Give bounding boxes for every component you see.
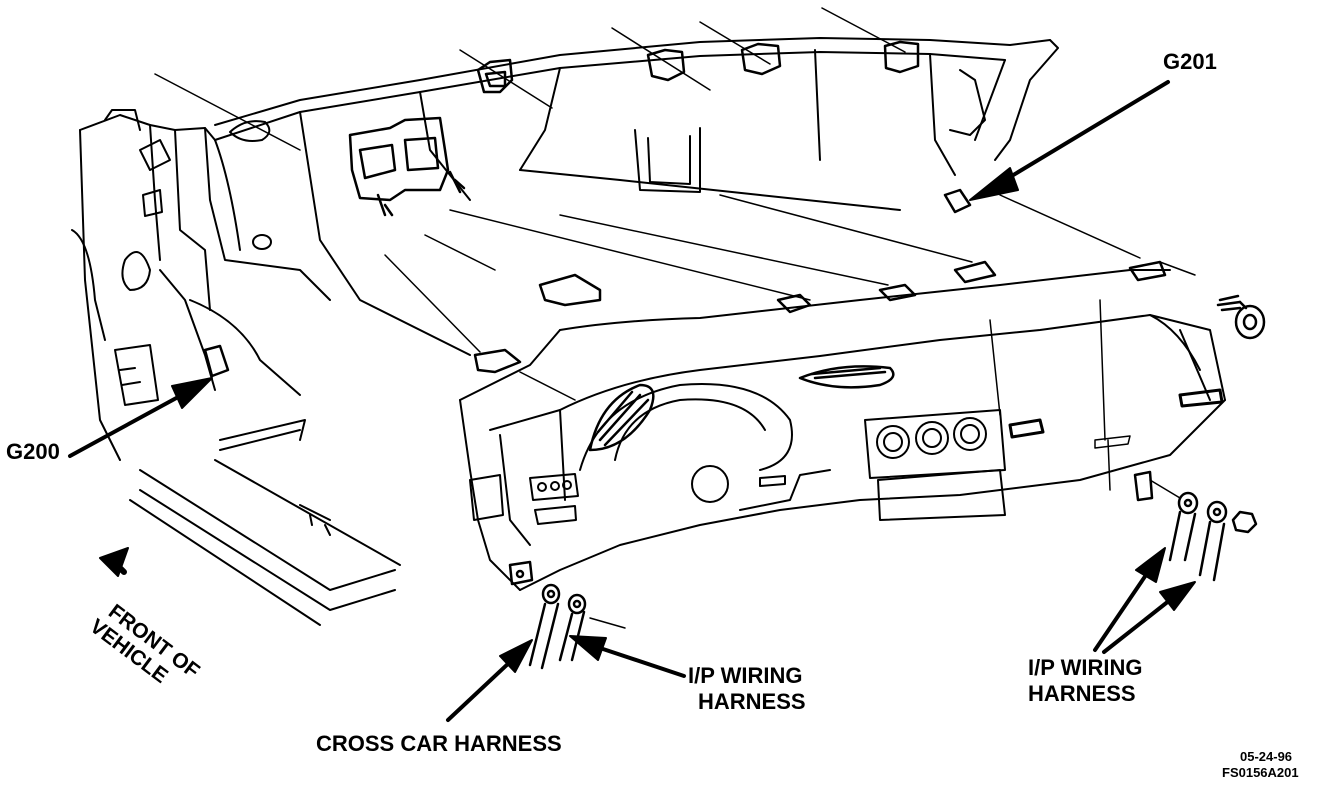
glovebox-lines	[989, 299, 1131, 449]
ip-left-arrow	[598, 646, 686, 678]
right-ground-terminals	[1107, 439, 1258, 582]
hvac-control-knobs	[864, 409, 1006, 521]
ip-left-arrowhead	[569, 635, 607, 661]
ip-right-arrow-2	[1102, 598, 1172, 654]
ip-right-arrowhead-1	[1135, 547, 1166, 583]
ip-right-line2: HARNESS	[1028, 681, 1136, 707]
g200-arrow	[68, 394, 182, 458]
ip-right-arrow-1	[1093, 570, 1150, 652]
upper-dash-surface	[299, 49, 1171, 356]
instrument-panel-body	[459, 314, 1226, 591]
ip-left-line2: HARNESS	[698, 689, 806, 715]
cross-car-arrow	[446, 660, 512, 722]
g201-label: G201	[1163, 49, 1217, 74]
dash-retainer-tabs	[473, 188, 1167, 374]
right-air-vent	[1008, 388, 1224, 439]
left-side-structure	[71, 109, 331, 461]
ip-wiring-harness-right-label: I/P WIRING HARNESS	[1028, 655, 1143, 707]
left-door-sill	[129, 419, 401, 626]
ip-right-line1: I/P WIRING	[1028, 655, 1143, 680]
cross-car-harness-label: CROSS CAR HARNESS	[316, 731, 562, 756]
figure-code: FS0156A201	[1222, 765, 1299, 780]
ip-right-arrowhead-2	[1159, 581, 1196, 611]
callout-arrows	[68, 80, 1196, 722]
top-retainer-clips	[476, 40, 920, 94]
mounting-bolt	[1216, 294, 1266, 340]
surface-leader-lines	[384, 194, 1196, 401]
ip-wiring-harness-left-label: I/P WIRING HARNESS	[688, 663, 806, 714]
steering-column-opening	[691, 465, 831, 511]
upper-center-bracket	[348, 116, 466, 217]
g200-label: G200	[6, 439, 60, 464]
upper-trim-panel	[214, 37, 1059, 161]
g201-arrow	[998, 80, 1170, 185]
date-code: 05-24-96	[1240, 749, 1293, 764]
g201-arrowhead	[969, 167, 1019, 201]
ip-left-line1: I/P WIRING	[688, 663, 803, 688]
top-leader-lines	[154, 7, 906, 151]
center-air-vent	[798, 365, 895, 389]
g200-arrowhead	[171, 377, 213, 409]
left-switch-bank	[469, 473, 579, 525]
cross-car-arrowhead	[499, 639, 533, 673]
front-direction-arrow	[109, 557, 127, 575]
left-air-vent	[588, 383, 655, 452]
g200-ground-point	[203, 344, 230, 378]
